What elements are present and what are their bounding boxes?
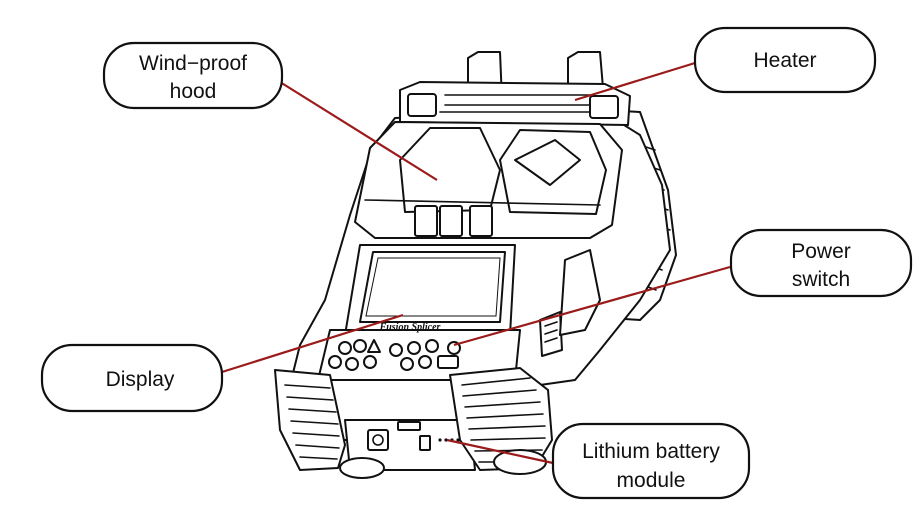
callout-power-line2: switch (792, 268, 850, 291)
power-switch (539, 249, 601, 357)
left-front-grip (274, 369, 385, 479)
callout-display: Display (40, 343, 224, 413)
heater (399, 51, 631, 126)
control-panel: Fusion Splicer (317, 322, 521, 381)
leader-power (453, 265, 731, 347)
callout-power-switch: Power switch (729, 228, 913, 298)
callout-battery-line1: Lithium battery (582, 440, 720, 463)
callout-wind-proof-hood: Wind−proof hood (102, 41, 284, 110)
leader-lines (221, 61, 731, 465)
callout-lithium-battery: Lithium battery module (551, 422, 751, 500)
callout-power-line1: Power (791, 240, 851, 263)
leader-heater (574, 61, 696, 102)
leader-display (221, 313, 404, 374)
callout-battery-line2: module (617, 469, 686, 492)
wind-proof-hood (354, 121, 623, 239)
callout-hood-line2: hood (170, 80, 217, 103)
callout-heater: Heater (693, 26, 877, 94)
callout-display-line1: Display (106, 368, 175, 391)
lithium-battery-module (344, 419, 476, 471)
fusion-splicer-illustration: Fusion Splicer (274, 51, 677, 479)
leader-hood (279, 81, 438, 181)
panel-label: Fusion Splicer (379, 322, 441, 333)
right-front-grip (449, 367, 553, 475)
leader-battery (446, 438, 554, 465)
callout-heater-line1: Heater (753, 49, 816, 72)
callout-hood-line1: Wind−proof (139, 52, 247, 75)
